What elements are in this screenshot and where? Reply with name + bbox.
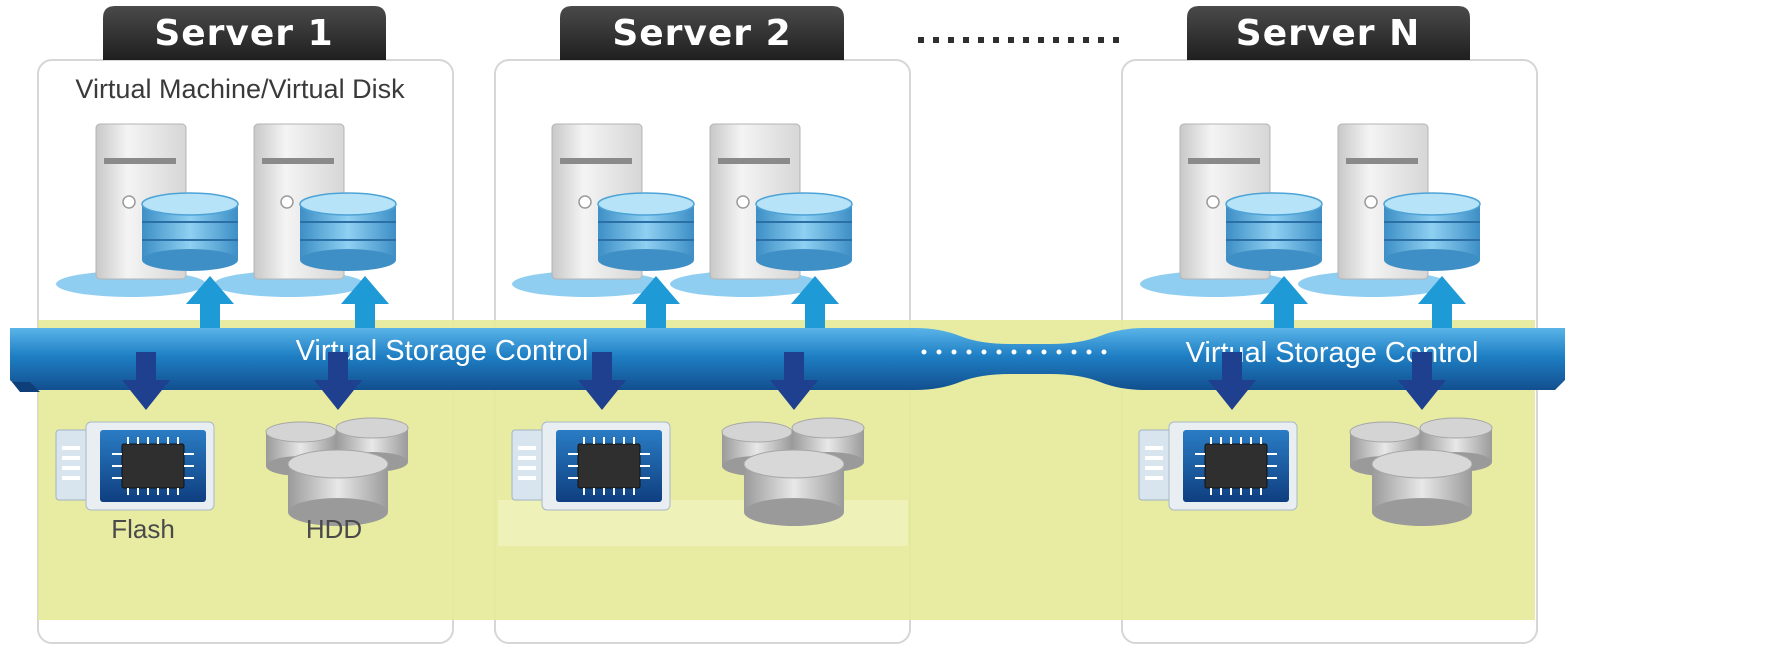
storage-control-bus-shadow (12, 382, 40, 392)
server-n-title: Server N (1236, 13, 1420, 54)
more-servers-ellipsis-top (918, 37, 1119, 43)
server-1-tab: Server 1 (103, 6, 386, 60)
server-n-tab: Server N (1187, 6, 1470, 60)
flash-card-icon (511, 421, 671, 511)
server-2-title: Server 2 (612, 13, 791, 54)
server-1-title: Server 1 (154, 13, 333, 54)
flash-card-icon (55, 421, 215, 511)
more-servers-ellipsis-bus (921, 349, 1107, 355)
server-2-tab: Server 2 (560, 6, 844, 60)
hdd-label: HDD (306, 514, 362, 544)
flash-card-icon (1138, 421, 1298, 511)
vm-caption: Virtual Machine/Virtual Disk (75, 74, 405, 104)
flash-label: Flash (111, 514, 175, 544)
